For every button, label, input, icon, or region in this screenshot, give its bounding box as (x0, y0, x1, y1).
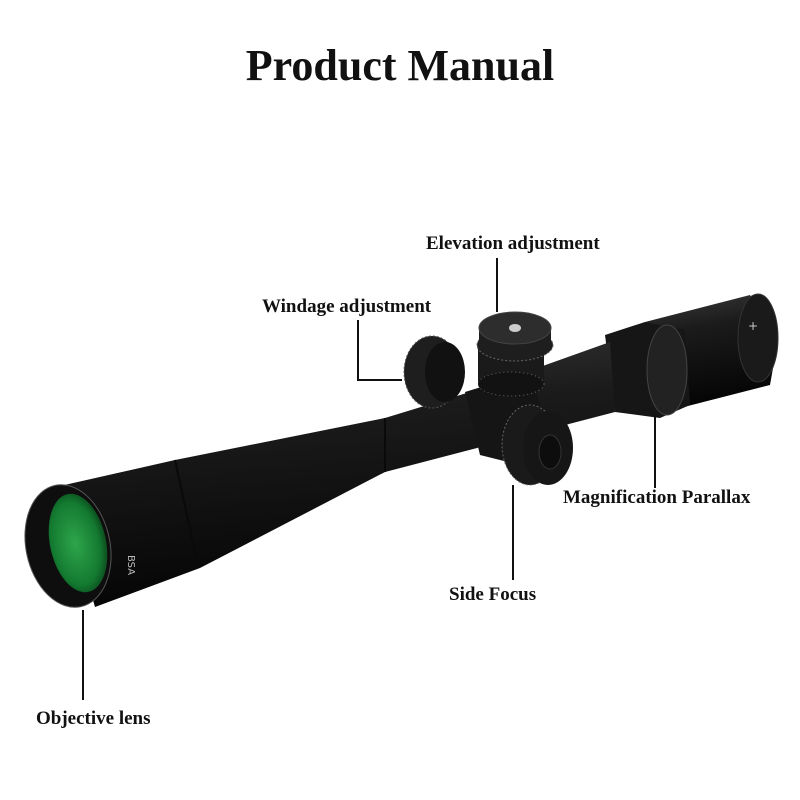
magnification-ring (605, 322, 690, 418)
side-focus-turret (501, 404, 573, 486)
objective-lens: BSA (24, 484, 136, 608)
leader-lines (82, 258, 656, 700)
label-objective-lens: Objective lens (36, 708, 151, 729)
label-magnification-parallax: Magnification Parallax (563, 487, 751, 508)
label-side-focus: Side Focus (449, 584, 537, 605)
label-elevation-adjustment: Elevation adjustment (426, 233, 600, 254)
page-title: Product Manual (245, 41, 555, 90)
elevation-turret (476, 311, 554, 397)
label-windage-adjustment: Windage adjustment (262, 296, 432, 317)
windage-turret (403, 335, 465, 409)
scope-marking: BSA (125, 555, 136, 575)
svg-text:+: + (748, 319, 758, 333)
